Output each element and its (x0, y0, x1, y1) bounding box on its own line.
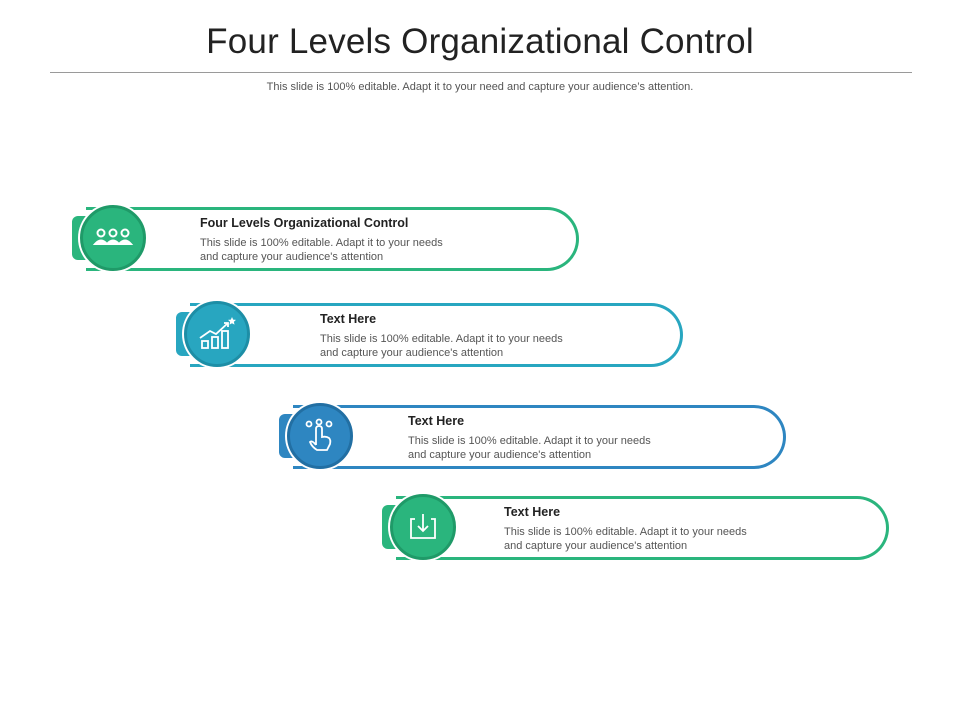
level-icon-circle (80, 205, 146, 271)
level-body-line: This slide is 100% editable. Adapt it to… (408, 435, 651, 447)
level-icon-circle (287, 403, 353, 469)
level-icon-circle (390, 494, 456, 560)
level-icon-ring (182, 299, 252, 369)
level-text: Text Here This slide is 100% editable. A… (320, 312, 620, 360)
download-tray-icon (410, 514, 436, 539)
level-body: This slide is 100% editable. Adapt it to… (320, 332, 620, 360)
level-body-line: and capture your audience's attention (200, 251, 384, 263)
level-pill (86, 207, 579, 271)
level-icon-circle (184, 301, 250, 367)
level-body: This slide is 100% editable. Adapt it to… (200, 236, 500, 264)
growth-chart-star-icon (199, 317, 236, 349)
level-icon-ring (388, 492, 458, 562)
level-body: This slide is 100% editable. Adapt it to… (408, 434, 708, 462)
level-pill (396, 496, 889, 560)
level-text: Four Levels Organizational Control This … (200, 216, 500, 264)
level-icon-ring (78, 203, 148, 273)
hand-touch-icon (305, 418, 333, 451)
level-body-line: and capture your audience's attention (504, 540, 688, 552)
level-body: This slide is 100% editable. Adapt it to… (504, 525, 804, 553)
level-body-line: and capture your audience's attention (408, 449, 592, 461)
level-heading: Text Here (320, 312, 377, 326)
level-card-1: Four Levels Organizational Control This … (72, 203, 592, 279)
level-pill (293, 405, 786, 469)
level-body-line: This slide is 100% editable. Adapt it to… (320, 333, 563, 345)
level-icon-ring (285, 401, 355, 471)
level-text: Text Here This slide is 100% editable. A… (408, 414, 708, 462)
title-divider (50, 72, 912, 73)
level-heading: Four Levels Organizational Control (200, 216, 409, 230)
level-text: Text Here This slide is 100% editable. A… (504, 505, 804, 553)
level-heading: Text Here (408, 414, 465, 428)
level-heading: Text Here (504, 505, 561, 519)
slide-title: Four Levels Organizational Control (206, 22, 754, 61)
people-group-icon (92, 228, 134, 245)
level-card-3: Text Here This slide is 100% editable. A… (279, 401, 799, 477)
level-body-line: and capture your audience's attention (320, 347, 504, 359)
level-card-2: Text Here This slide is 100% editable. A… (176, 299, 696, 375)
slide-subtitle: This slide is 100% editable. Adapt it to… (266, 81, 694, 93)
level-body-line: This slide is 100% editable. Adapt it to… (504, 526, 747, 538)
level-card-4: Text Here This slide is 100% editable. A… (382, 492, 902, 568)
level-pill (190, 303, 683, 367)
level-body-line: This slide is 100% editable. Adapt it to… (200, 237, 443, 249)
